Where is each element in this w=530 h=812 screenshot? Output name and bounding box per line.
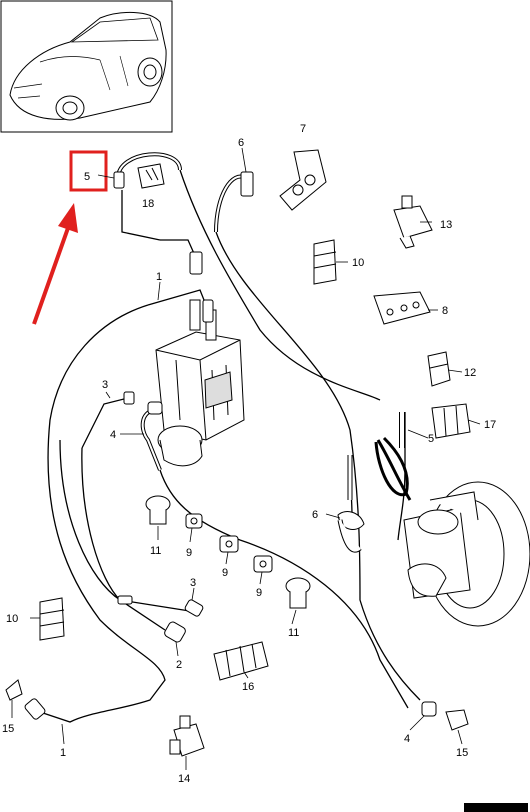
callout-9-middle: 9 [222, 567, 228, 579]
clip-12 [427, 351, 451, 387]
fittings [24, 171, 437, 720]
callout-17: 17 [484, 419, 496, 431]
brake-booster [403, 481, 530, 627]
callout-6-right: 6 [312, 509, 318, 521]
callout-16: 16 [242, 681, 254, 693]
callout-18: 18 [142, 198, 154, 210]
leader-lines [11, 147, 481, 770]
bracket-7 [279, 149, 327, 211]
callout-6: 6 [238, 137, 244, 149]
clip-15b [445, 709, 469, 731]
brake-lines [39, 152, 421, 723]
callout-1: 1 [156, 271, 162, 283]
clip-18 [137, 163, 165, 189]
callout-14: 14 [178, 773, 190, 785]
clip-10a [313, 239, 337, 285]
grommet-9a [185, 513, 203, 529]
callout-5: 5 [428, 433, 434, 445]
highlight-box [69, 150, 108, 192]
sensor-14 [169, 715, 205, 757]
callout-9-right: 9 [256, 587, 262, 599]
sensor-13 [393, 195, 433, 249]
callout-15: 15 [2, 723, 14, 735]
callout-7: 7 [300, 123, 306, 135]
abs-unit [155, 299, 245, 467]
grommet-9c [253, 555, 273, 573]
hose-5-right [374, 412, 409, 497]
callout-2: 2 [176, 659, 182, 671]
clip-11a [145, 495, 171, 525]
highlight-arrow [32, 203, 78, 325]
callout-1-lower: 1 [60, 747, 66, 759]
clip-10b [39, 597, 65, 641]
clip-17 [431, 403, 471, 439]
callout-11: 11 [150, 545, 161, 557]
callout-12: 12 [464, 367, 476, 379]
callout-9: 9 [186, 547, 192, 559]
callout-10: 10 [352, 257, 364, 269]
reference-code [464, 803, 528, 812]
callout-8: 8 [442, 305, 448, 317]
callout-11-right: 11 [288, 627, 299, 639]
callout-13: 13 [440, 219, 452, 231]
callout-3: 3 [102, 379, 108, 391]
vehicle-thumbnail [0, 0, 173, 133]
clip-15a [5, 679, 23, 701]
callout-15-right: 15 [456, 747, 468, 759]
clip-11b [285, 577, 311, 609]
callout-3-lower: 3 [190, 577, 196, 589]
callout-5-highlighted: 5 [84, 171, 90, 183]
grommet-9b [219, 535, 239, 553]
callout-4: 4 [110, 429, 116, 441]
hose-6-right [337, 455, 365, 553]
clip-16 [213, 641, 269, 681]
callout-10-left: 10 [6, 613, 18, 625]
callout-labels: 5 18 6 7 13 1 10 8 12 3 4 5 17 6 11 9 9 … [2, 123, 496, 785]
clip-8 [373, 291, 431, 325]
callout-4-lower: 4 [404, 733, 410, 745]
